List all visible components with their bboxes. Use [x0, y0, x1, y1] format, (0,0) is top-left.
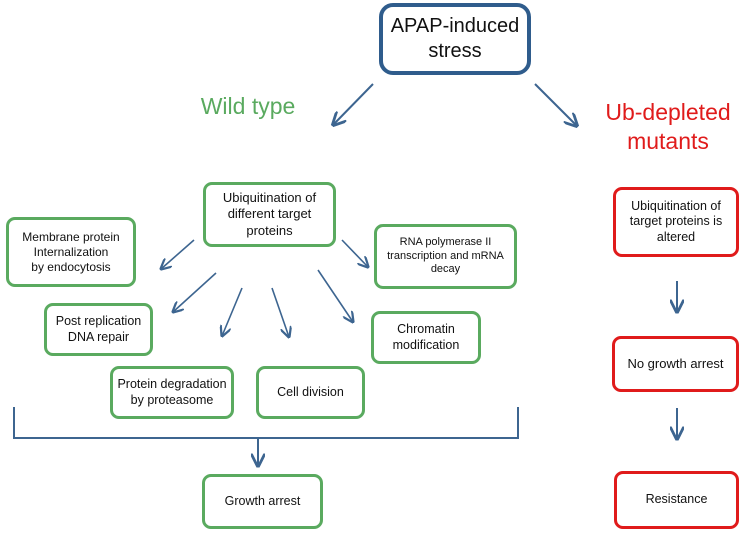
ubiquitination-hub-node: Ubiquitination of different target prote…	[203, 182, 336, 247]
rna-polymerase-node: RNA polymerase II transcription and mRNA…	[374, 224, 517, 289]
proteasome-degradation-node: Protein degradation by proteasome	[110, 366, 234, 419]
growth-arrest-node: Growth arrest	[202, 474, 323, 529]
ubiquitination-altered-node: Ubiquitination of target proteins is alt…	[613, 187, 739, 257]
chromatin-modification-node: Chromatin modification	[371, 311, 481, 364]
root-node: APAP-induced stress	[379, 3, 531, 75]
mutants-heading: Ub-depleted mutants	[605, 99, 731, 154]
arrow-hub-to-chromatin	[317, 269, 353, 322]
dna-repair-node: Post replication DNA repair	[44, 303, 153, 356]
arrow-hub-to-membrane	[161, 239, 195, 269]
arrow-hub-to-dna-repair	[173, 272, 217, 312]
membrane-internalization-node: Membrane protein Internalization by endo…	[6, 217, 136, 287]
resistance-node: Resistance	[614, 471, 739, 529]
bracket	[13, 407, 519, 439]
arrow-hub-to-cell-division	[271, 287, 289, 337]
arrow-hub-to-rna-pol	[341, 239, 368, 267]
arrow-hub-to-proteasome	[222, 287, 243, 336]
wild-type-heading: Wild type	[200, 93, 296, 119]
arrow-root-to-wild-type	[333, 83, 374, 125]
no-growth-arrest-node: No growth arrest	[612, 336, 739, 392]
cell-division-node: Cell division	[256, 366, 365, 419]
arrow-root-to-mutants	[534, 83, 577, 126]
